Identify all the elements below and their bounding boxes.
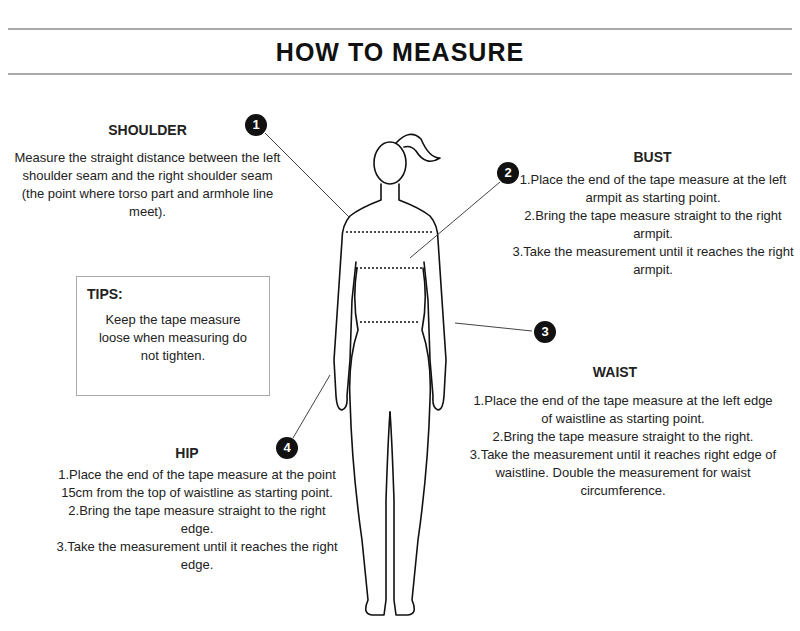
rule-line	[8, 29, 792, 30]
instruction-text: 3.Take the measurement until it reaches …	[52, 538, 342, 574]
woman-figure	[334, 134, 446, 615]
measure-line	[346, 232, 434, 322]
instruction-text: Measure the straight distance between th…	[10, 149, 285, 221]
callout-number: 3	[534, 321, 556, 343]
instruction-text: 1.Place the end of the tape measure at t…	[468, 392, 778, 428]
callout-number: 4	[276, 437, 298, 459]
instruction-text: 2.Bring the tape measure straight to the…	[512, 207, 794, 243]
title: HOW TO MEASURE	[0, 37, 800, 67]
tips-text: Keep the tape measure loose when measuri…	[87, 311, 259, 365]
instruction-group: 1.Place the end of the tape measure at t…	[468, 392, 778, 500]
leader-line	[265, 133, 532, 438]
section-heading: WAIST	[470, 363, 760, 381]
instruction-text: 2.Bring the tape measure straight to the…	[468, 428, 778, 446]
instruction-text: 3.Take the measurement until it reaches …	[468, 446, 778, 500]
tips-heading: TIPS:	[87, 285, 259, 303]
instruction-group: 1.Place the end of the tape measure at t…	[52, 466, 342, 574]
callout-number: 1	[245, 114, 267, 136]
instruction-group: Measure the straight distance between th…	[10, 149, 285, 221]
section-heading: HIP	[62, 444, 312, 462]
heading-group: HIP	[62, 444, 312, 462]
rule-line	[8, 74, 792, 75]
instruction-text: 1.Place the end of the tape measure at t…	[512, 171, 794, 207]
tips-box: TIPS: Keep the tape measure loose when me…	[76, 276, 270, 396]
heading-group: SHOULDER	[10, 121, 285, 139]
heading-group: BUST	[515, 148, 790, 166]
title-group: HOW TO MEASURE	[0, 37, 800, 67]
instruction-text: 3.Take the measurement until it reaches …	[512, 243, 794, 279]
heading-group: WAIST	[470, 363, 760, 381]
instruction-group: 1.Place the end of the tape measure at t…	[512, 171, 794, 279]
callout-number: 2	[497, 162, 519, 184]
section-heading: SHOULDER	[10, 121, 285, 139]
instruction-text: 2.Bring the tape measure straight to the…	[52, 502, 342, 538]
instruction-text: 1.Place the end of the tape measure at t…	[52, 466, 342, 502]
section-heading: BUST	[515, 148, 790, 166]
